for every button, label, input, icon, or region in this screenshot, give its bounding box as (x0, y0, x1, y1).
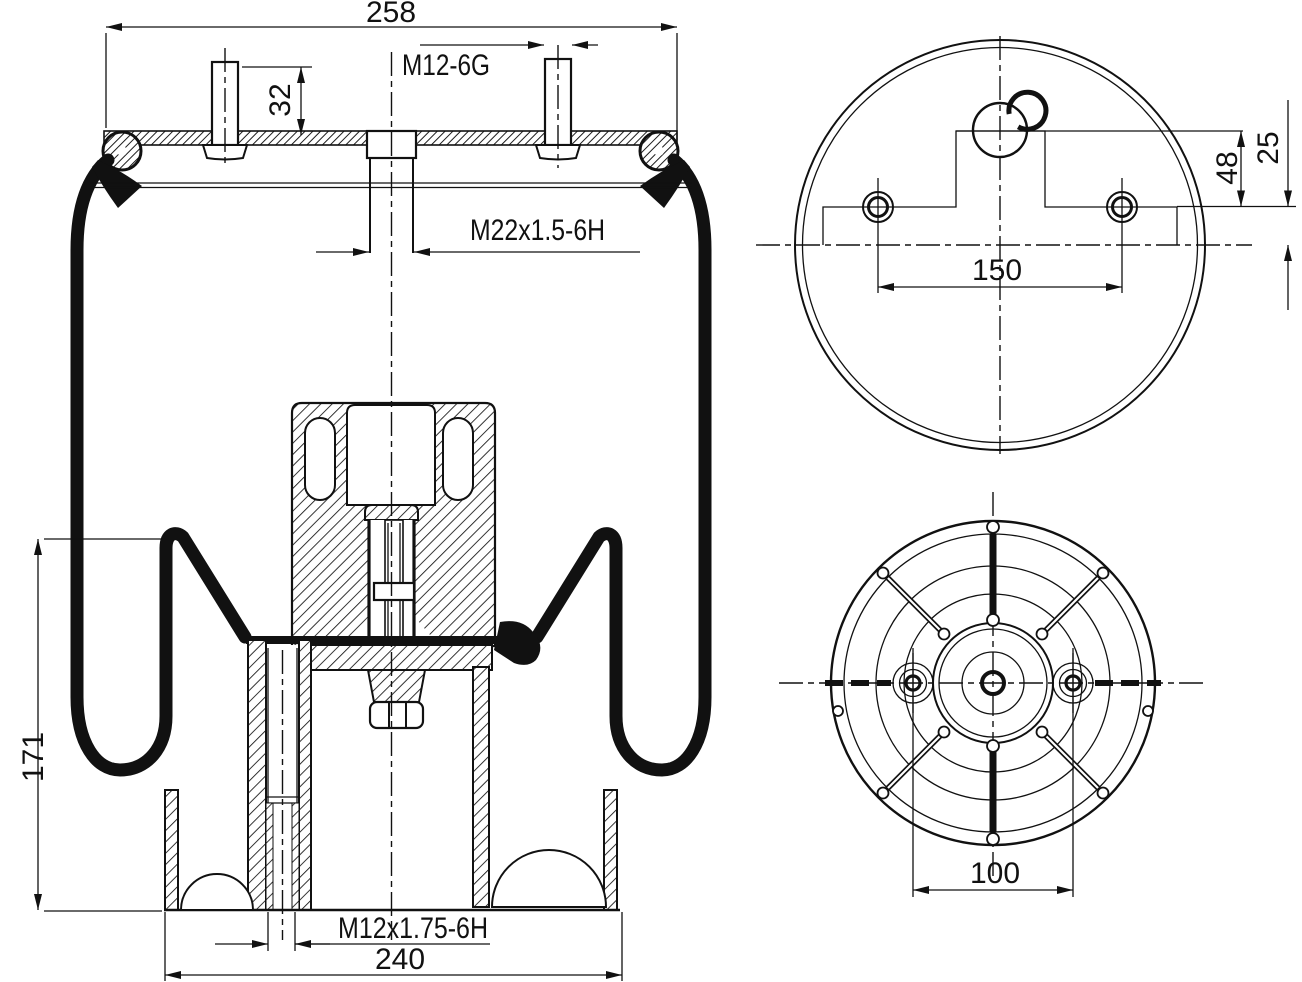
dim-150: 150 (878, 254, 1122, 291)
dim-m12-175: M12x1.75-6H (215, 912, 490, 951)
bellows-left (70, 153, 252, 777)
bottom-thread-label: M12x1.75-6H (338, 912, 488, 945)
rubber-curl-right (494, 621, 541, 665)
dim-258-label: 258 (366, 0, 416, 29)
dim-258: 258 (105, 0, 678, 140)
arch-right (490, 849, 608, 908)
dim-171: 171 (17, 538, 162, 912)
bellows-shoulder-right (640, 160, 690, 208)
center-thread-label: M22x1.5-6H (470, 214, 605, 247)
piston-plate (301, 644, 493, 671)
bellows-right (530, 153, 712, 777)
arch-left (179, 873, 255, 911)
cross-section-view: 258 M12-6G 32 M22x1.5-6H 171 (17, 0, 712, 981)
dim-25: 25 (1252, 100, 1292, 310)
air-port (971, 89, 1049, 159)
bellows-shoulder-left (92, 160, 142, 208)
rib-diagonals (876, 566, 1110, 800)
dim-100-label: 100 (970, 857, 1020, 890)
stud-left (201, 48, 249, 168)
dim-m22: M22x1.5-6H (316, 214, 640, 256)
washer (372, 581, 416, 602)
stud-thread-label: M12-6G (402, 49, 490, 82)
dim-m12-6g: M12-6G (402, 41, 598, 82)
dim-240-label: 240 (375, 943, 425, 976)
piston-outer-wall-left (164, 789, 179, 911)
rib-top (986, 520, 1000, 627)
dim-171-label: 171 (17, 732, 50, 782)
stud-hole-right-top-view (1106, 178, 1138, 293)
dim-32-label: 32 (264, 83, 297, 116)
nut (368, 700, 425, 730)
bolt-boss (366, 669, 427, 703)
piston-inner-wall (472, 666, 490, 908)
dim-48-label: 48 (1211, 151, 1244, 184)
dim-32: 32 (242, 66, 312, 135)
top-view: 150 48 25 (756, 36, 1296, 454)
piston-outer-wall-right (603, 789, 618, 911)
stud-right (534, 45, 582, 168)
rib-bottom (986, 739, 1000, 846)
bottom-view: 100 (779, 492, 1207, 897)
dim-240: 240 (164, 912, 623, 981)
dim-48: 48 (1211, 131, 1245, 207)
stud-hole-left-top-view (862, 178, 894, 293)
rib-horizontal (825, 680, 1161, 717)
dim-150-label: 150 (972, 254, 1022, 287)
dim-25-label: 25 (1252, 131, 1285, 164)
dim-100: 100 (912, 648, 1074, 897)
